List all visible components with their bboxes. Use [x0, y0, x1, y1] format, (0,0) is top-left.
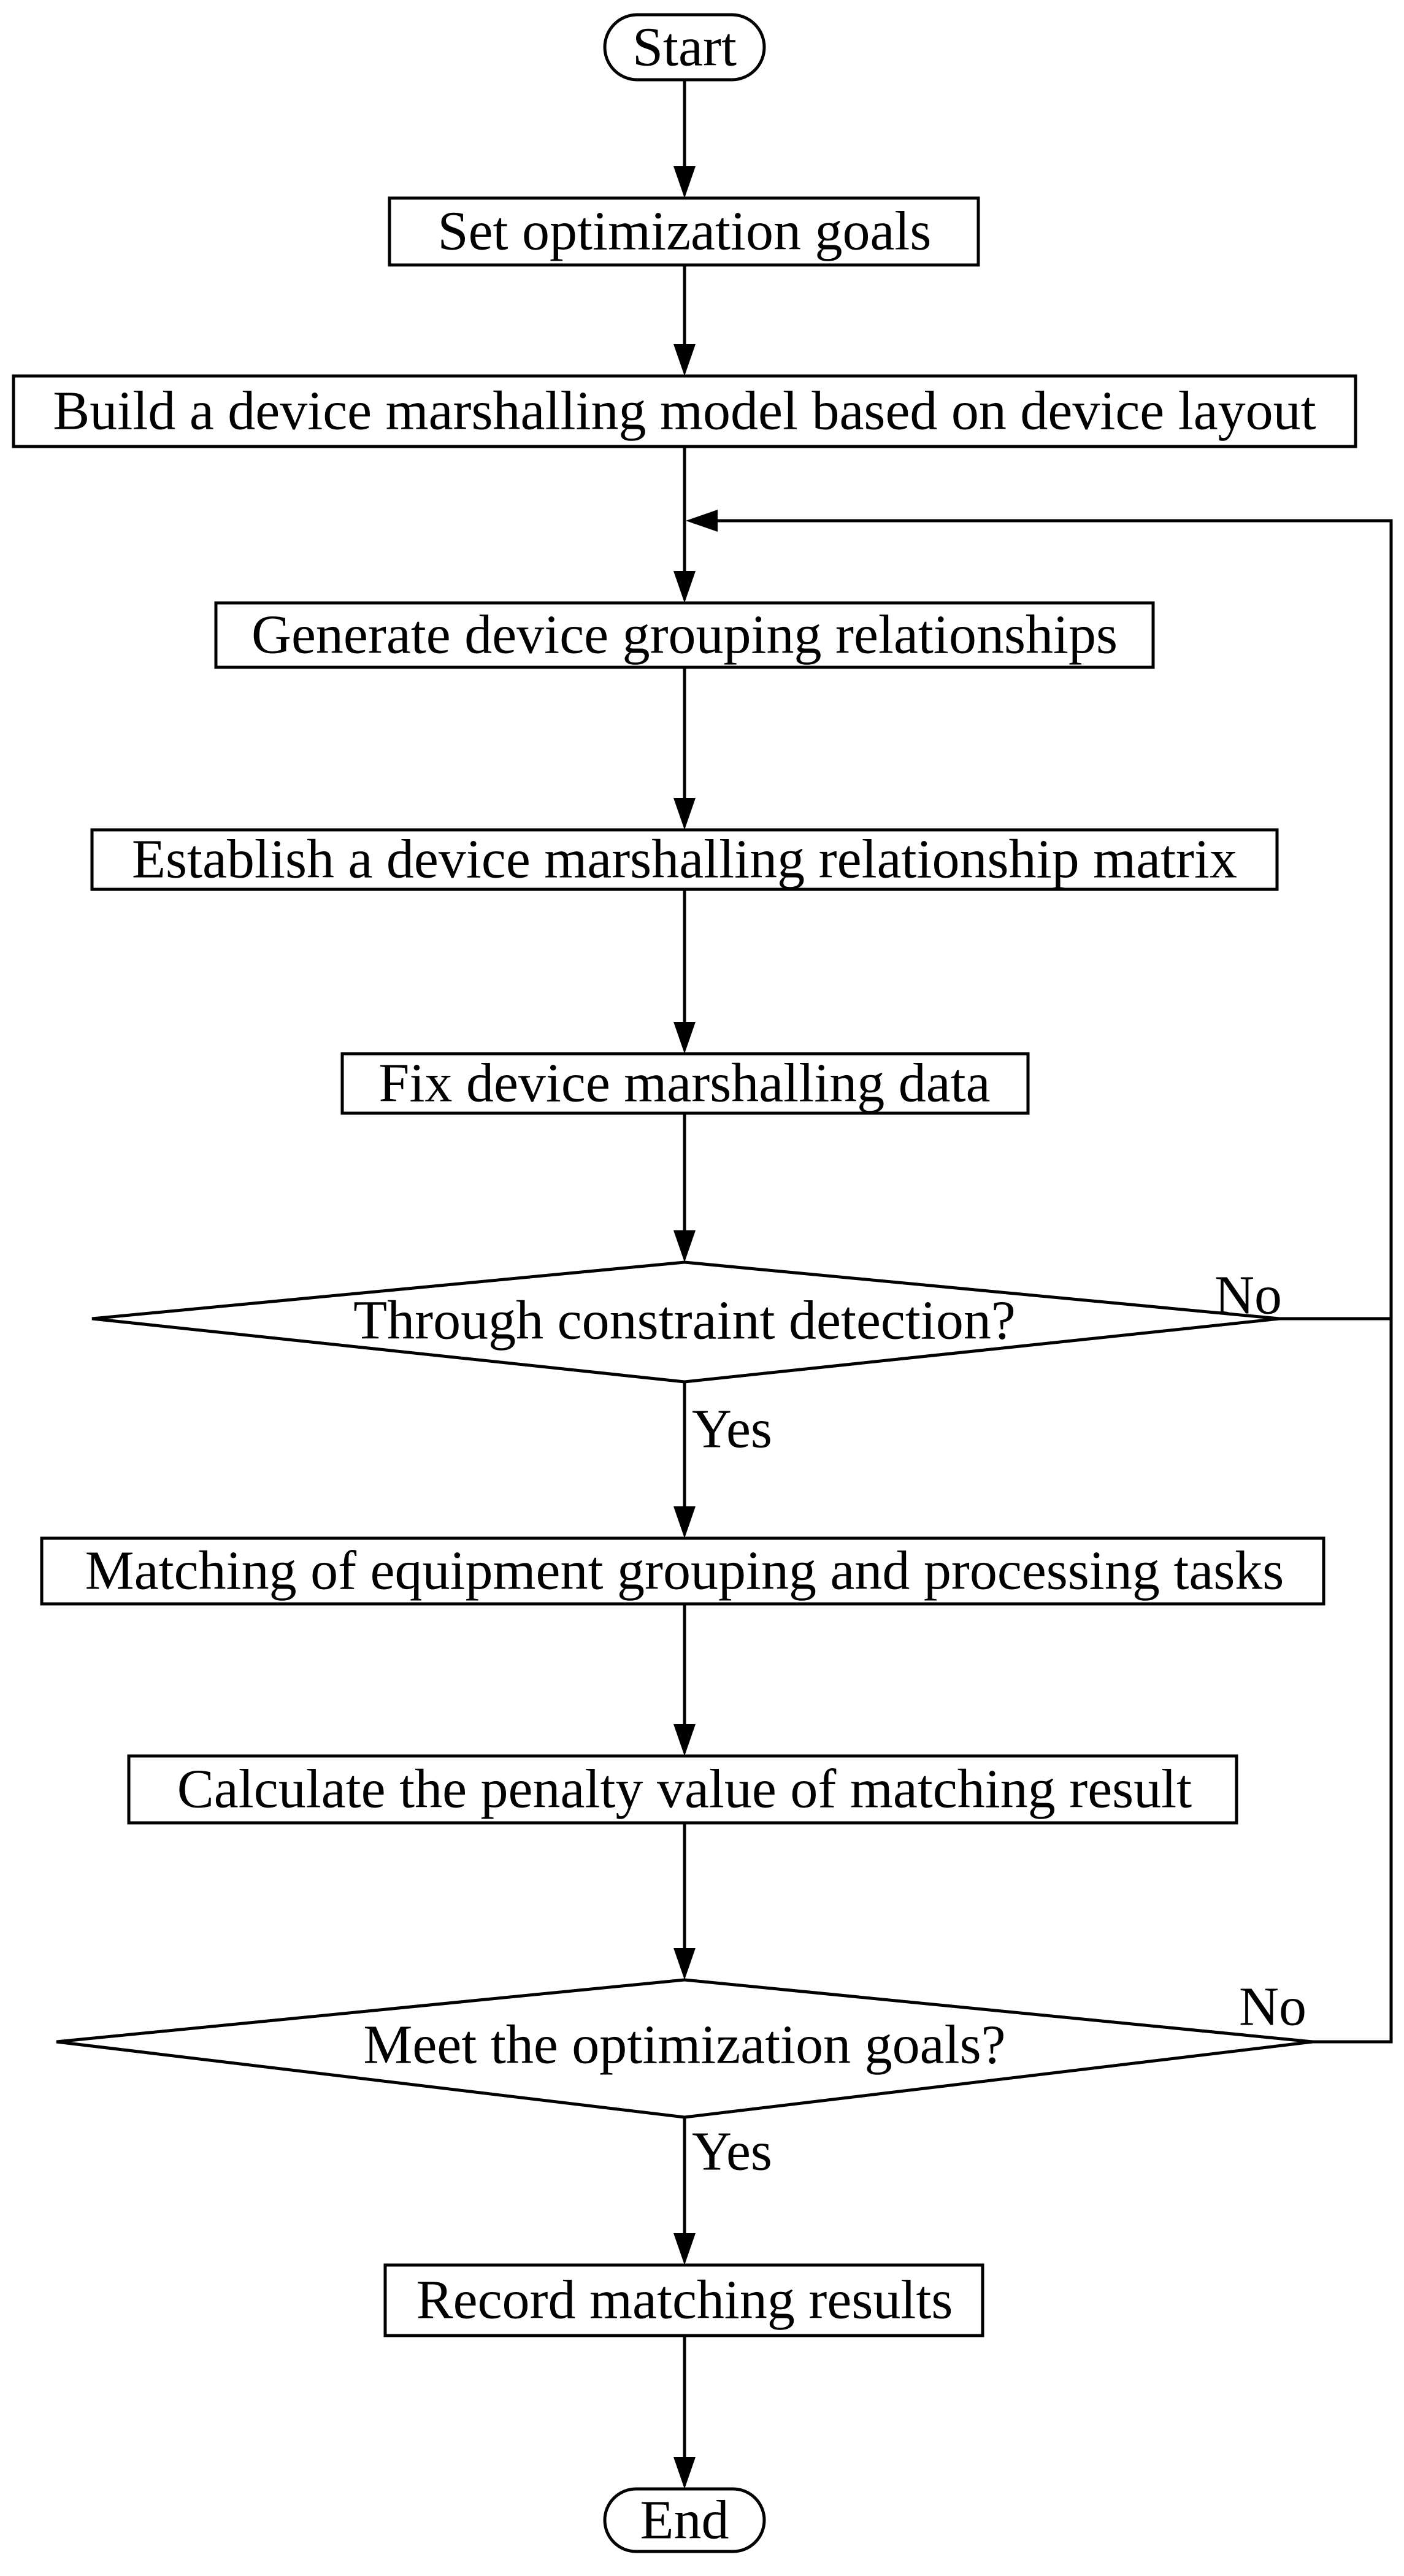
fix-data-process: Fix device marshalling data [340, 1052, 1030, 1115]
generate-grouping-process: Generate device grouping relationships [214, 601, 1155, 669]
goals-check-label: Meet the optimization goals? [363, 2015, 1005, 2076]
build-model-process: Build a device marshalling model based o… [12, 374, 1357, 448]
arrowhead [686, 510, 718, 532]
arrowhead [673, 2457, 696, 2489]
arrowhead [673, 1724, 696, 1756]
end-terminal: End [603, 2487, 766, 2553]
build-model-label: Build a device marshalling model based o… [53, 381, 1316, 442]
generate-grouping-label: Generate device grouping relationships [251, 605, 1118, 665]
constraint-yes-label: Yes [692, 1399, 772, 1460]
arrowhead [673, 166, 696, 198]
arrowhead [673, 1506, 696, 1538]
arrowhead [673, 344, 696, 376]
arrowhead [673, 571, 696, 603]
constraint-check-label: Through constraint detection? [353, 1290, 1016, 1351]
goals-check-decision: Meet the optimization goals? [56, 1978, 1313, 2119]
matching-process: Matching of equipment grouping and proce… [40, 1536, 1325, 1606]
start-label: Start [632, 17, 737, 78]
end-label: End [640, 2490, 729, 2551]
goals-yes-label: Yes [692, 2122, 772, 2182]
fix-data-label: Fix device marshalling data [378, 1053, 990, 1114]
establish-matrix-label: Establish a device marshalling relations… [132, 829, 1237, 890]
arrowhead [673, 1230, 696, 1262]
establish-matrix-process: Establish a device marshalling relations… [90, 828, 1279, 891]
set-goals-label: Set optimization goals [438, 201, 932, 262]
record-label: Record matching results [416, 2270, 953, 2331]
arrowhead [673, 2233, 696, 2265]
edge-constraint-no-loop [718, 519, 1393, 1321]
goals-no-label: No [1239, 1977, 1306, 2037]
start-terminal: Start [603, 13, 766, 82]
penalty-label: Calculate the penalty value of matching … [177, 1759, 1192, 1820]
matching-label: Matching of equipment grouping and proce… [85, 1541, 1284, 1601]
set-goals-process: Set optimization goals [388, 196, 980, 267]
edge-goals-no-loop [1313, 1319, 1393, 2044]
arrowhead [673, 1948, 696, 1980]
penalty-process: Calculate the penalty value of matching … [127, 1754, 1238, 1825]
arrowhead [673, 798, 696, 830]
arrowhead [673, 1022, 696, 1054]
constraint-no-label: No [1214, 1265, 1282, 1326]
constraint-check-decision: Through constraint detection? [91, 1260, 1280, 1384]
record-process: Record matching results [383, 2263, 984, 2337]
